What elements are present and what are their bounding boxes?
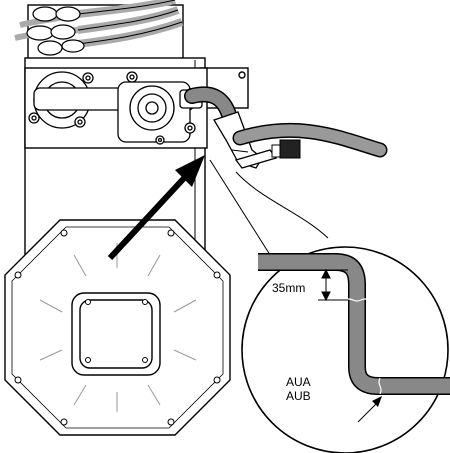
model-label-aua: AUA [286,375,311,389]
pump-assembly [28,71,203,145]
power-cable [232,122,388,158]
front-panel [4,219,231,436]
hose-connector [271,139,301,159]
model-label-aub: AUB [286,389,311,403]
dimension-label: 35mm [272,281,305,295]
arrow-right-up-icon [107,155,205,261]
detail-magnifier [241,246,450,453]
arrow-leader-icon [357,396,382,423]
dimension-marker [318,268,348,302]
wire-connectors [26,6,85,56]
zoom-wedge [209,159,329,259]
panel-screws [14,229,221,426]
